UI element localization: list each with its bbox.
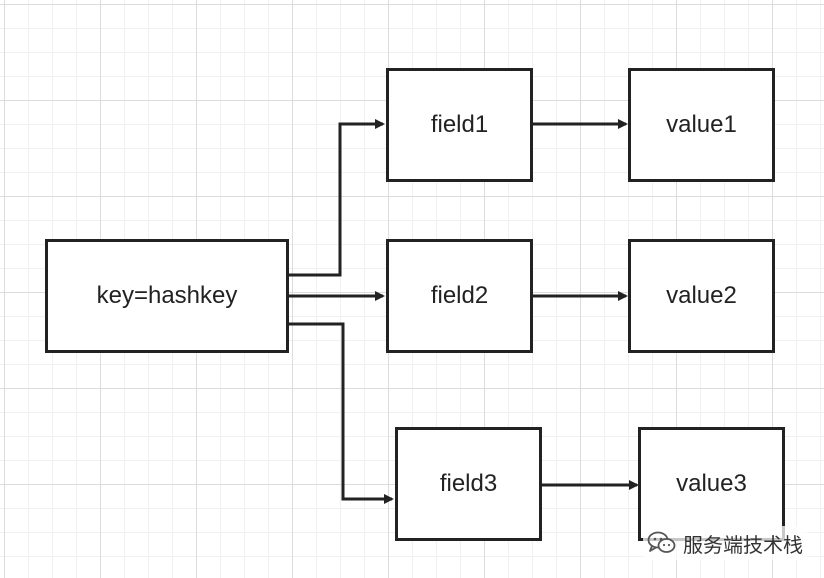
node-key: key=hashkey: [45, 239, 289, 353]
node-field3-label: field3: [439, 470, 498, 497]
node-value2: value2: [628, 239, 775, 353]
node-value2-label: value2: [666, 282, 737, 309]
node-value1: value1: [628, 68, 775, 182]
node-value3-label: value3: [676, 470, 747, 497]
wechat-icon: [647, 531, 676, 553]
edge-key-field3: [288, 322, 394, 504]
node-field1: field1: [386, 68, 533, 182]
node-field1-label: field1: [430, 111, 489, 138]
node-value3: value3: [638, 427, 785, 541]
watermark-text: 服务端技术栈: [683, 534, 803, 557]
edge-key-field1: [288, 119, 385, 277]
watermark: 服务端技术栈: [643, 526, 807, 560]
node-field3: field3: [395, 427, 542, 541]
node-field2: field2: [386, 239, 533, 353]
node-key-label: key=hashkey: [96, 282, 238, 309]
node-value1-label: value1: [666, 111, 737, 138]
node-field2-label: field2: [430, 282, 489, 309]
